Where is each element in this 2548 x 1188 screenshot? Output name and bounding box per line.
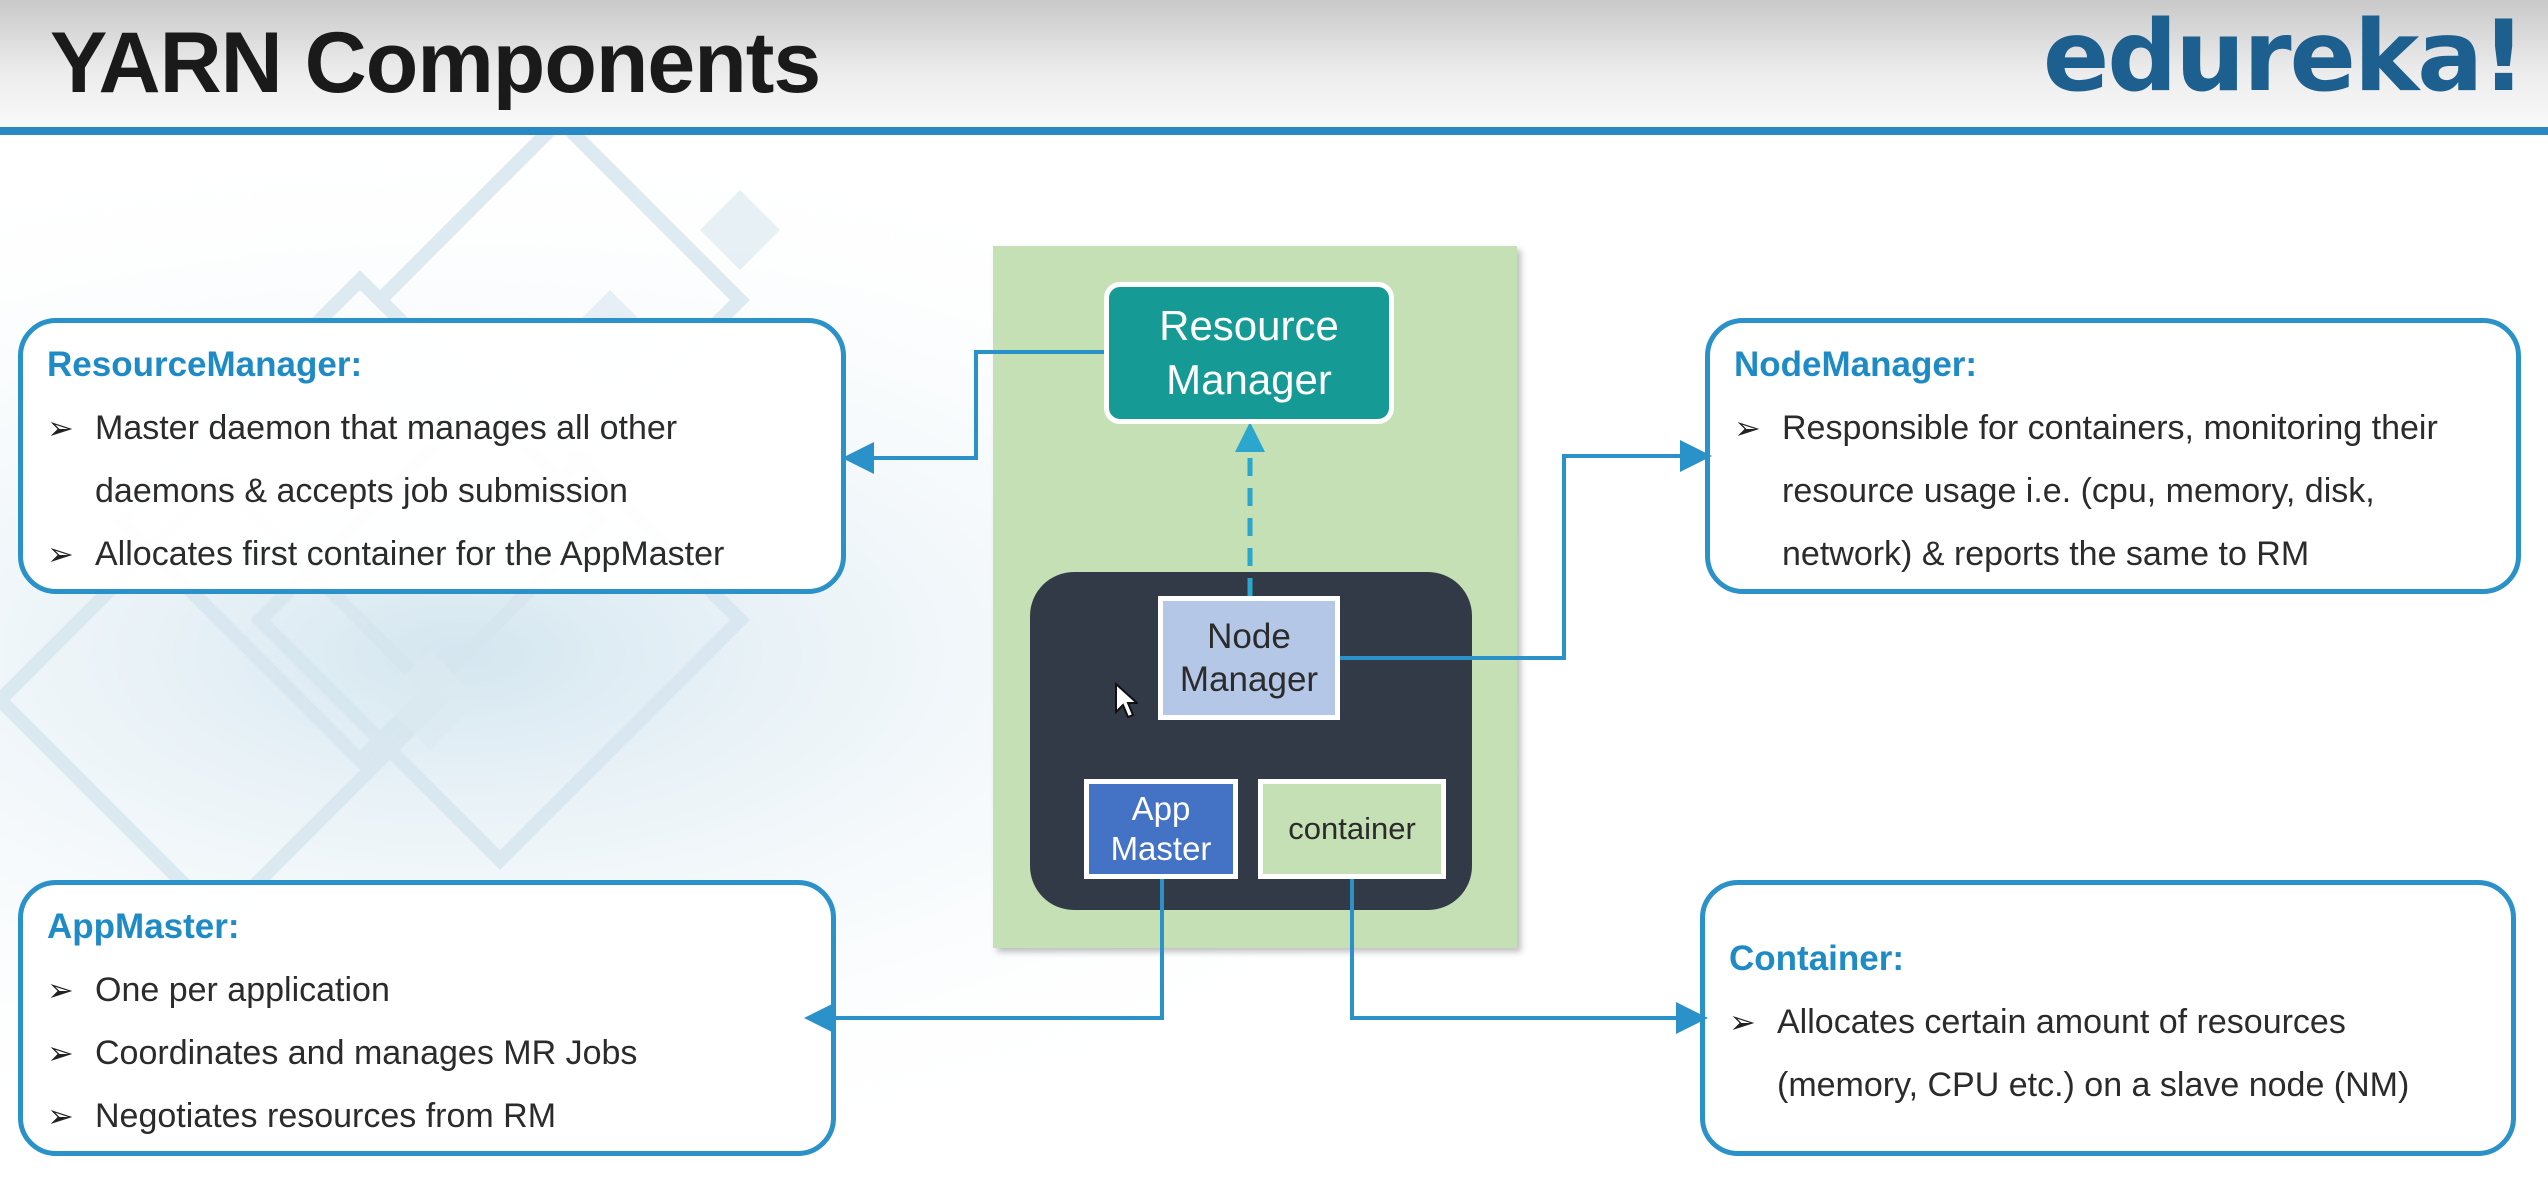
slide-title: YARN Components	[50, 15, 821, 111]
bullet-text: Allocates first container for the AppMas…	[95, 535, 725, 573]
resource-manager-bullet: ➢ Allocates first container for the AppM…	[47, 523, 817, 586]
container-node: container	[1258, 779, 1446, 879]
bullet-text: One per application	[95, 971, 390, 1009]
app-master-bullet: ➢ One per application	[47, 959, 807, 1022]
arrowhead-bullet-icon: ➢	[47, 971, 74, 1009]
bullet-text: Negotiates resources from RM	[95, 1097, 557, 1135]
node-manager-info-box: NodeManager: ➢ Responsible for container…	[1705, 318, 2521, 594]
title-bar: YARN Components edureka!	[0, 0, 2548, 130]
resource-manager-info-box: ResourceManager: ➢ Master daemon that ma…	[18, 318, 846, 594]
app-master-node: App Master	[1084, 779, 1238, 879]
node-manager-node: Node Manager	[1158, 596, 1340, 720]
arrowhead-bullet-icon: ➢	[47, 409, 74, 447]
node-manager-bullet: ➢ Responsible for containers, monitoring…	[1734, 397, 2492, 586]
bullet-text: Coordinates and manages MR Jobs	[95, 1034, 638, 1072]
container-info-box: Container: ➢ Allocates certain amount of…	[1700, 880, 2516, 1156]
node-manager-heading: NodeManager:	[1734, 345, 1978, 384]
bullet-text: Master daemon that manages all other dae…	[95, 409, 678, 510]
arrowhead-bullet-icon: ➢	[47, 535, 74, 573]
resource-manager-bullet: ➢ Master daemon that manages all other d…	[47, 397, 817, 523]
resource-manager-heading: ResourceManager:	[47, 345, 363, 384]
arrowhead-bullet-icon: ➢	[47, 1097, 74, 1135]
bullet-text: Allocates certain amount of resources (m…	[1777, 1003, 2410, 1104]
brand-logo: edureka!	[2042, 0, 2526, 114]
mouse-cursor-icon	[1115, 682, 1138, 719]
arrowhead-bullet-icon: ➢	[1729, 1003, 1756, 1041]
app-master-heading: AppMaster:	[47, 907, 240, 946]
resource-manager-node: Resource Manager	[1104, 282, 1394, 424]
container-bullet: ➢ Allocates certain amount of resources …	[1729, 991, 2487, 1117]
app-master-bullet: ➢ Coordinates and manages MR Jobs	[47, 1022, 807, 1085]
arrowhead-bullet-icon: ➢	[1734, 409, 1761, 447]
arrowhead-bullet-icon: ➢	[47, 1034, 74, 1072]
app-master-bullet: ➢ Negotiates resources from RM	[47, 1085, 807, 1148]
container-heading: Container:	[1729, 939, 1904, 978]
app-master-info-box: AppMaster: ➢ One per application ➢ Coord…	[18, 880, 836, 1156]
bullet-text: Responsible for containers, monitoring t…	[1782, 409, 2438, 573]
title-divider	[0, 127, 2548, 135]
